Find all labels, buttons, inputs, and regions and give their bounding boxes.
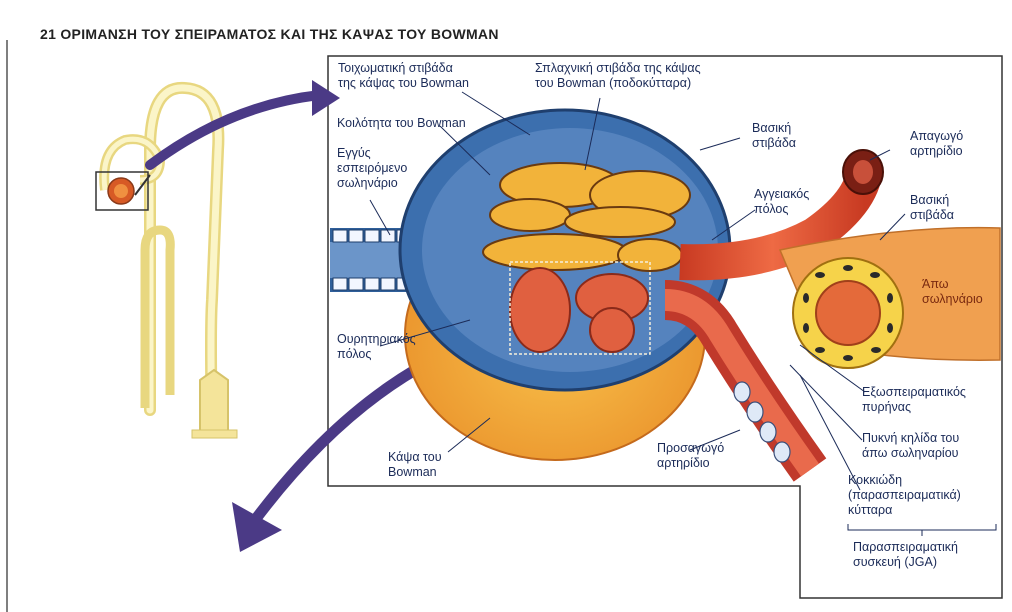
label-afferent-arteriole: Προσαγωγό αρτηρίδιο xyxy=(657,441,724,471)
label-macula-densa: Πυκνή κηλίδα του άπω σωληναρίου xyxy=(862,431,959,461)
label-visceral-layer: Σπλαχνική στιβάδα της κάψας του Bowman (… xyxy=(535,61,701,91)
nephron-thumbnail xyxy=(96,88,237,438)
label-proximal-tubule: Εγγύς εσπειρόμενο σωληνάριο xyxy=(337,146,407,191)
label-parietal-layer: Τοιχωματική στιβάδα της κάψας του Bowman xyxy=(338,61,469,91)
label-extraglomerular-mesangium: Εξωσπειραματικός πυρήνας xyxy=(862,385,966,415)
label-urinary-pole: Ουρητηριακός πόλος xyxy=(337,332,416,362)
label-basal-layer-1: Βασική στιβάδα xyxy=(752,121,796,151)
label-jga: Παρασπειραματική συσκευή (JGA) xyxy=(853,540,958,570)
glomerulus-capillaries xyxy=(483,163,690,271)
label-bowman-capsule: Κάψα του Bowman xyxy=(388,450,442,480)
label-efferent-arteriole: Απαγωγό αρτηρίδιο xyxy=(910,129,963,159)
label-vascular-pole: Αγγειακός πόλος xyxy=(754,187,809,217)
label-basal-layer-2: Βασική στιβάδα xyxy=(910,193,954,223)
label-bowman-cavity: Κοιλότητα του Bowman xyxy=(337,116,466,131)
label-granular-cells: Κοκκιώδη (παρασπειραματικά) κύτταρα xyxy=(848,473,961,518)
label-distal-tubule: Άπω σωληνάριο xyxy=(922,277,983,307)
zoom-arrow-top xyxy=(150,95,320,165)
